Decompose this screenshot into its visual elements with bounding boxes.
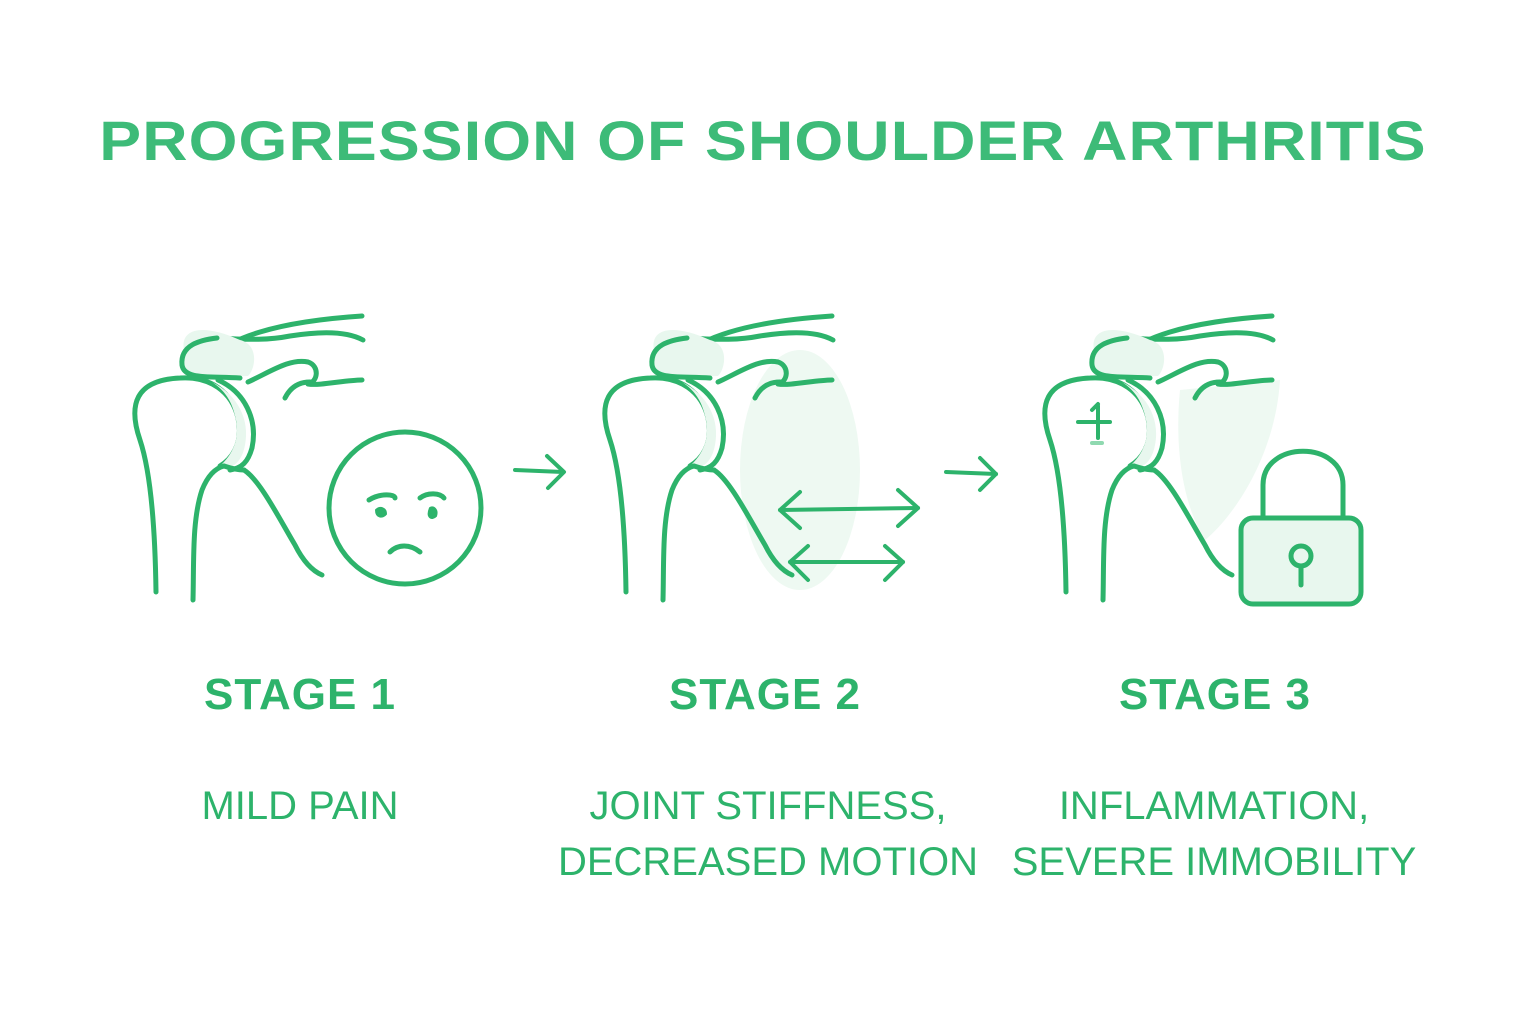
padlock-icon bbox=[1238, 448, 1364, 607]
stage-2-description: JOINT STIFFNESS, DECREASED MOTION bbox=[528, 778, 1008, 890]
stage-3-description: INFLAMMATION, SEVERE IMMOBILITY bbox=[974, 778, 1454, 890]
stage-3-description-line-2: SEVERE IMMOBILITY bbox=[1011, 840, 1417, 884]
stage-2-description-line-1: JOINT STIFFNESS, bbox=[589, 784, 947, 828]
shoulder-joint-illustration-3 bbox=[1045, 316, 1280, 600]
page-title: PROGRESSION OF SHOULDER ARTHRITIS bbox=[99, 109, 1427, 172]
stage-1-label: STAGE 1 bbox=[203, 670, 396, 719]
double-arrow-icon bbox=[778, 488, 920, 582]
stage-2-description-line-2: DECREASED MOTION bbox=[557, 840, 979, 884]
shoulder-joint-illustration-2 bbox=[605, 316, 860, 600]
stage-1-description: MILD PAIN bbox=[60, 778, 540, 834]
sad-face-icon bbox=[326, 429, 484, 587]
shoulder-joint-illustration-1 bbox=[135, 316, 363, 600]
arrow-right-icon bbox=[513, 454, 566, 490]
stage-3-description-line-1: INFLAMMATION, bbox=[1058, 784, 1370, 828]
stage-2-label: STAGE 2 bbox=[668, 670, 861, 719]
inflammation-mark-icon bbox=[1076, 402, 1112, 445]
arrow-right-icon bbox=[944, 456, 998, 492]
stage-3-label: STAGE 3 bbox=[1118, 670, 1311, 719]
stage-1-description-line: MILD PAIN bbox=[201, 784, 399, 828]
